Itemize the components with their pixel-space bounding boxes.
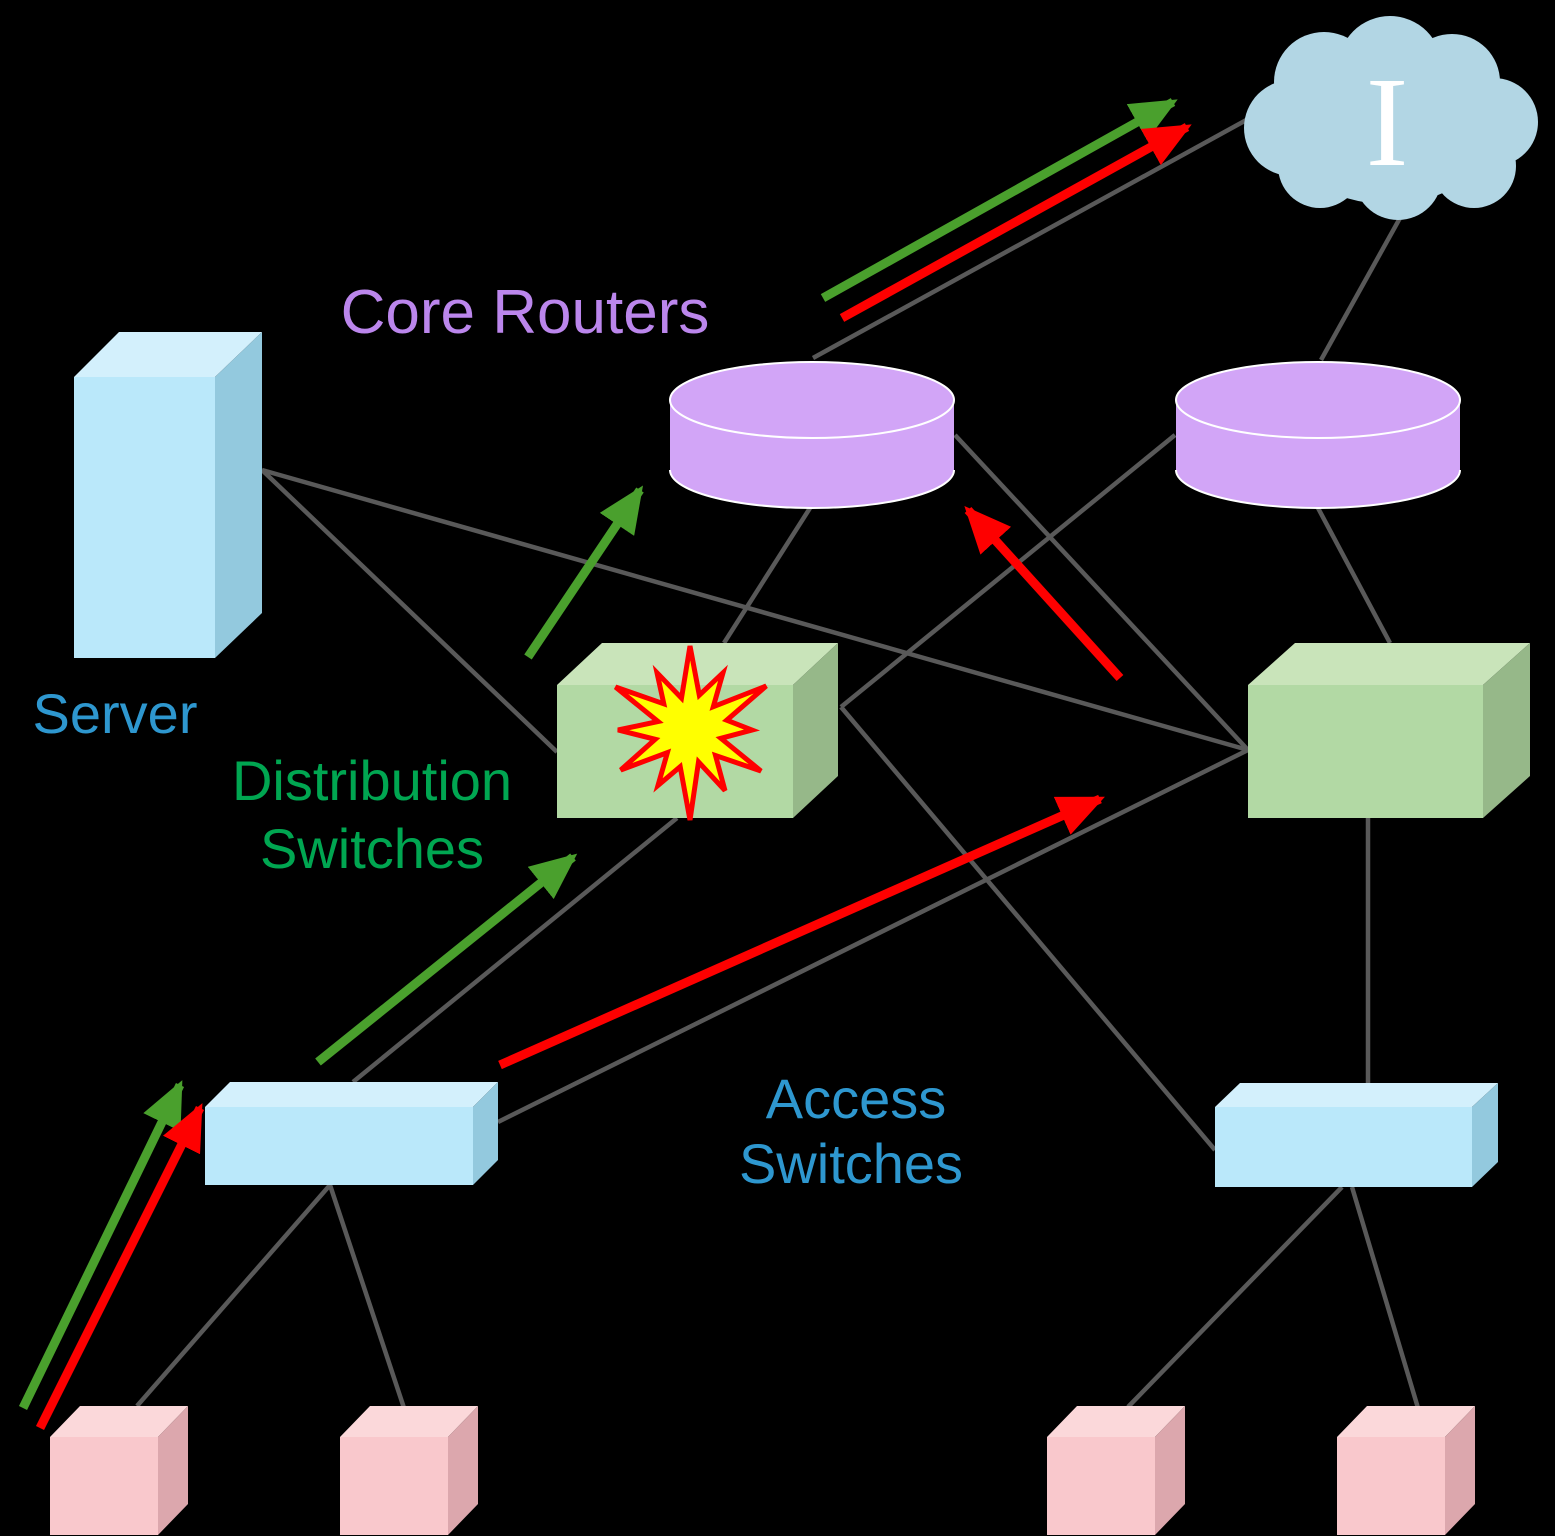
access1-top-face xyxy=(205,1082,498,1107)
access2-side-face xyxy=(1472,1083,1498,1187)
distribution-switch-1 xyxy=(557,643,838,821)
distribution-switches-label-line2: Switches xyxy=(260,817,484,880)
failure-burst-icon xyxy=(613,645,768,821)
red-flow-arrow-host-to-access1 xyxy=(35,1103,205,1431)
server-label: Server xyxy=(33,682,198,745)
green-flow-arrow-host-to-access1 xyxy=(18,1080,185,1410)
server-side-face xyxy=(215,332,262,658)
link-access2-host4 xyxy=(1349,1186,1421,1409)
internet-cloud: I xyxy=(1244,16,1538,220)
host-cubes xyxy=(50,1406,1475,1535)
green-flow-arrow-core1-to-cloud xyxy=(820,98,1178,302)
access-switch-2 xyxy=(1215,1083,1498,1187)
link-cloud-core2 xyxy=(1319,216,1402,362)
host1-top-face xyxy=(50,1406,188,1437)
distribution-switches-label-line1: Distribution xyxy=(232,749,512,812)
host1-side-face xyxy=(158,1406,188,1535)
core-routers-label: Core Routers xyxy=(341,278,710,347)
host-1 xyxy=(50,1406,188,1535)
core-router-2-bottom-edge xyxy=(1175,469,1461,509)
dist2-top-face xyxy=(1248,643,1530,685)
core-router-1-top xyxy=(669,361,955,439)
link-core2-dist2 xyxy=(1316,506,1392,645)
link-cloud-core1 xyxy=(811,116,1252,360)
host1-front-face xyxy=(50,1437,158,1535)
link-access1-host1 xyxy=(135,1183,332,1408)
host4-top-face xyxy=(1337,1406,1475,1437)
host3-side-face xyxy=(1155,1406,1185,1535)
distribution-switch-2 xyxy=(1248,643,1530,818)
host-2 xyxy=(340,1406,478,1535)
link-core1-dist1 xyxy=(722,506,812,645)
dist2-front-face xyxy=(1248,685,1483,818)
link-dist1-access2 xyxy=(839,705,1217,1152)
link-server-dist1 xyxy=(260,468,559,754)
topology-links xyxy=(135,116,1421,1409)
traffic-flow-arrows xyxy=(18,98,1192,1431)
core-router-1 xyxy=(669,361,955,509)
diagram-labels: Core Routers Server Distribution Switche… xyxy=(33,278,964,1195)
red-flow-arrow-core1-to-cloud xyxy=(839,123,1192,322)
access2-front-face xyxy=(1215,1107,1472,1187)
green-flow-arrow-dist1-to-core1 xyxy=(524,485,644,660)
host3-top-face xyxy=(1047,1406,1185,1437)
link-dist1-access1 xyxy=(351,816,679,1084)
server-node xyxy=(74,332,262,658)
host-3 xyxy=(1047,1406,1185,1535)
host2-top-face xyxy=(340,1406,478,1437)
link-dist2-access1 xyxy=(497,747,1249,1125)
host4-side-face xyxy=(1445,1406,1475,1535)
link-access1-host2 xyxy=(327,1184,407,1409)
green-flow-arrow-access1-to-dist1 xyxy=(315,853,578,1066)
core-router-2 xyxy=(1175,361,1461,509)
host3-front-face xyxy=(1047,1437,1155,1535)
dist2-side-face xyxy=(1483,643,1530,818)
host2-front-face xyxy=(340,1437,448,1535)
link-core2-dist1 xyxy=(839,433,1177,709)
server-front-face xyxy=(74,377,215,658)
access-switch-1 xyxy=(205,1082,498,1185)
red-flow-arrow-access1-to-dist2 xyxy=(498,794,1105,1070)
core-router-1-bottom-edge xyxy=(669,469,955,509)
access1-front-face xyxy=(205,1107,473,1185)
host2-side-face xyxy=(448,1406,478,1535)
red-flow-arrow-dist2-to-core1 xyxy=(964,505,1124,682)
access2-top-face xyxy=(1215,1083,1498,1107)
access-switches-label-line2: Switches xyxy=(739,1132,963,1195)
host4-front-face xyxy=(1337,1437,1445,1535)
access-switches-label-line1: Access xyxy=(766,1067,947,1130)
cloud-shape xyxy=(1244,16,1538,220)
core-router-2-top xyxy=(1175,361,1461,439)
host-4 xyxy=(1337,1406,1475,1535)
link-access2-host3 xyxy=(1126,1185,1344,1409)
link-core1-dist2 xyxy=(953,433,1250,752)
internet-label: I xyxy=(1366,51,1409,193)
access1-side-face xyxy=(473,1082,498,1185)
link-server-dist2 xyxy=(261,467,1249,753)
server-top-face xyxy=(74,332,262,377)
dist1-side-face xyxy=(793,643,838,818)
dist1-top-face xyxy=(557,643,838,685)
